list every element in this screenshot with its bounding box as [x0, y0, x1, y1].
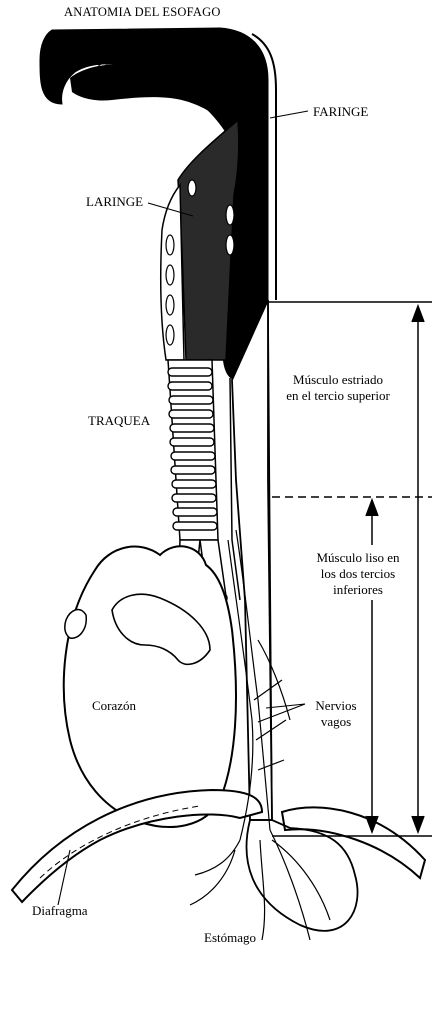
label-liso-line2: los dos tercios — [306, 566, 410, 582]
label-nervios-vagos: Nervios vagos — [306, 698, 366, 730]
label-laringe: LARINGE — [86, 194, 143, 210]
label-musculo-liso: Músculo liso en los dos tercios inferior… — [306, 550, 410, 598]
label-musculo-estriado: Músculo estriado en el tercio superior — [268, 372, 408, 404]
full-arrow-head-bottom — [412, 816, 424, 832]
label-diafragma: Diafragma — [32, 903, 88, 919]
label-faringe: FARINGE — [313, 104, 368, 120]
diagram-title: ANATOMIA DEL ESOFAGO — [64, 4, 221, 20]
heart-shape — [64, 546, 236, 827]
label-estriado-line1: Músculo estriado — [268, 372, 408, 388]
full-arrow-head-top — [412, 306, 424, 322]
label-nervios-line1: Nervios — [306, 698, 366, 714]
esophagus-tube — [232, 300, 272, 820]
label-estriado-line2: en el tercio superior — [268, 388, 408, 404]
liso-arrow-top-head — [366, 500, 378, 516]
label-nervios-line2: vagos — [306, 714, 366, 730]
label-lengua: LENGUA — [97, 61, 150, 77]
label-traquea: TRAQUEA — [88, 413, 150, 429]
label-liso-line1: Músculo liso en — [306, 550, 410, 566]
label-corazon: Corazón — [92, 698, 136, 714]
label-estomago: Estómago — [204, 930, 256, 946]
diaphragm — [12, 790, 262, 902]
label-liso-line3: inferiores — [306, 582, 410, 598]
